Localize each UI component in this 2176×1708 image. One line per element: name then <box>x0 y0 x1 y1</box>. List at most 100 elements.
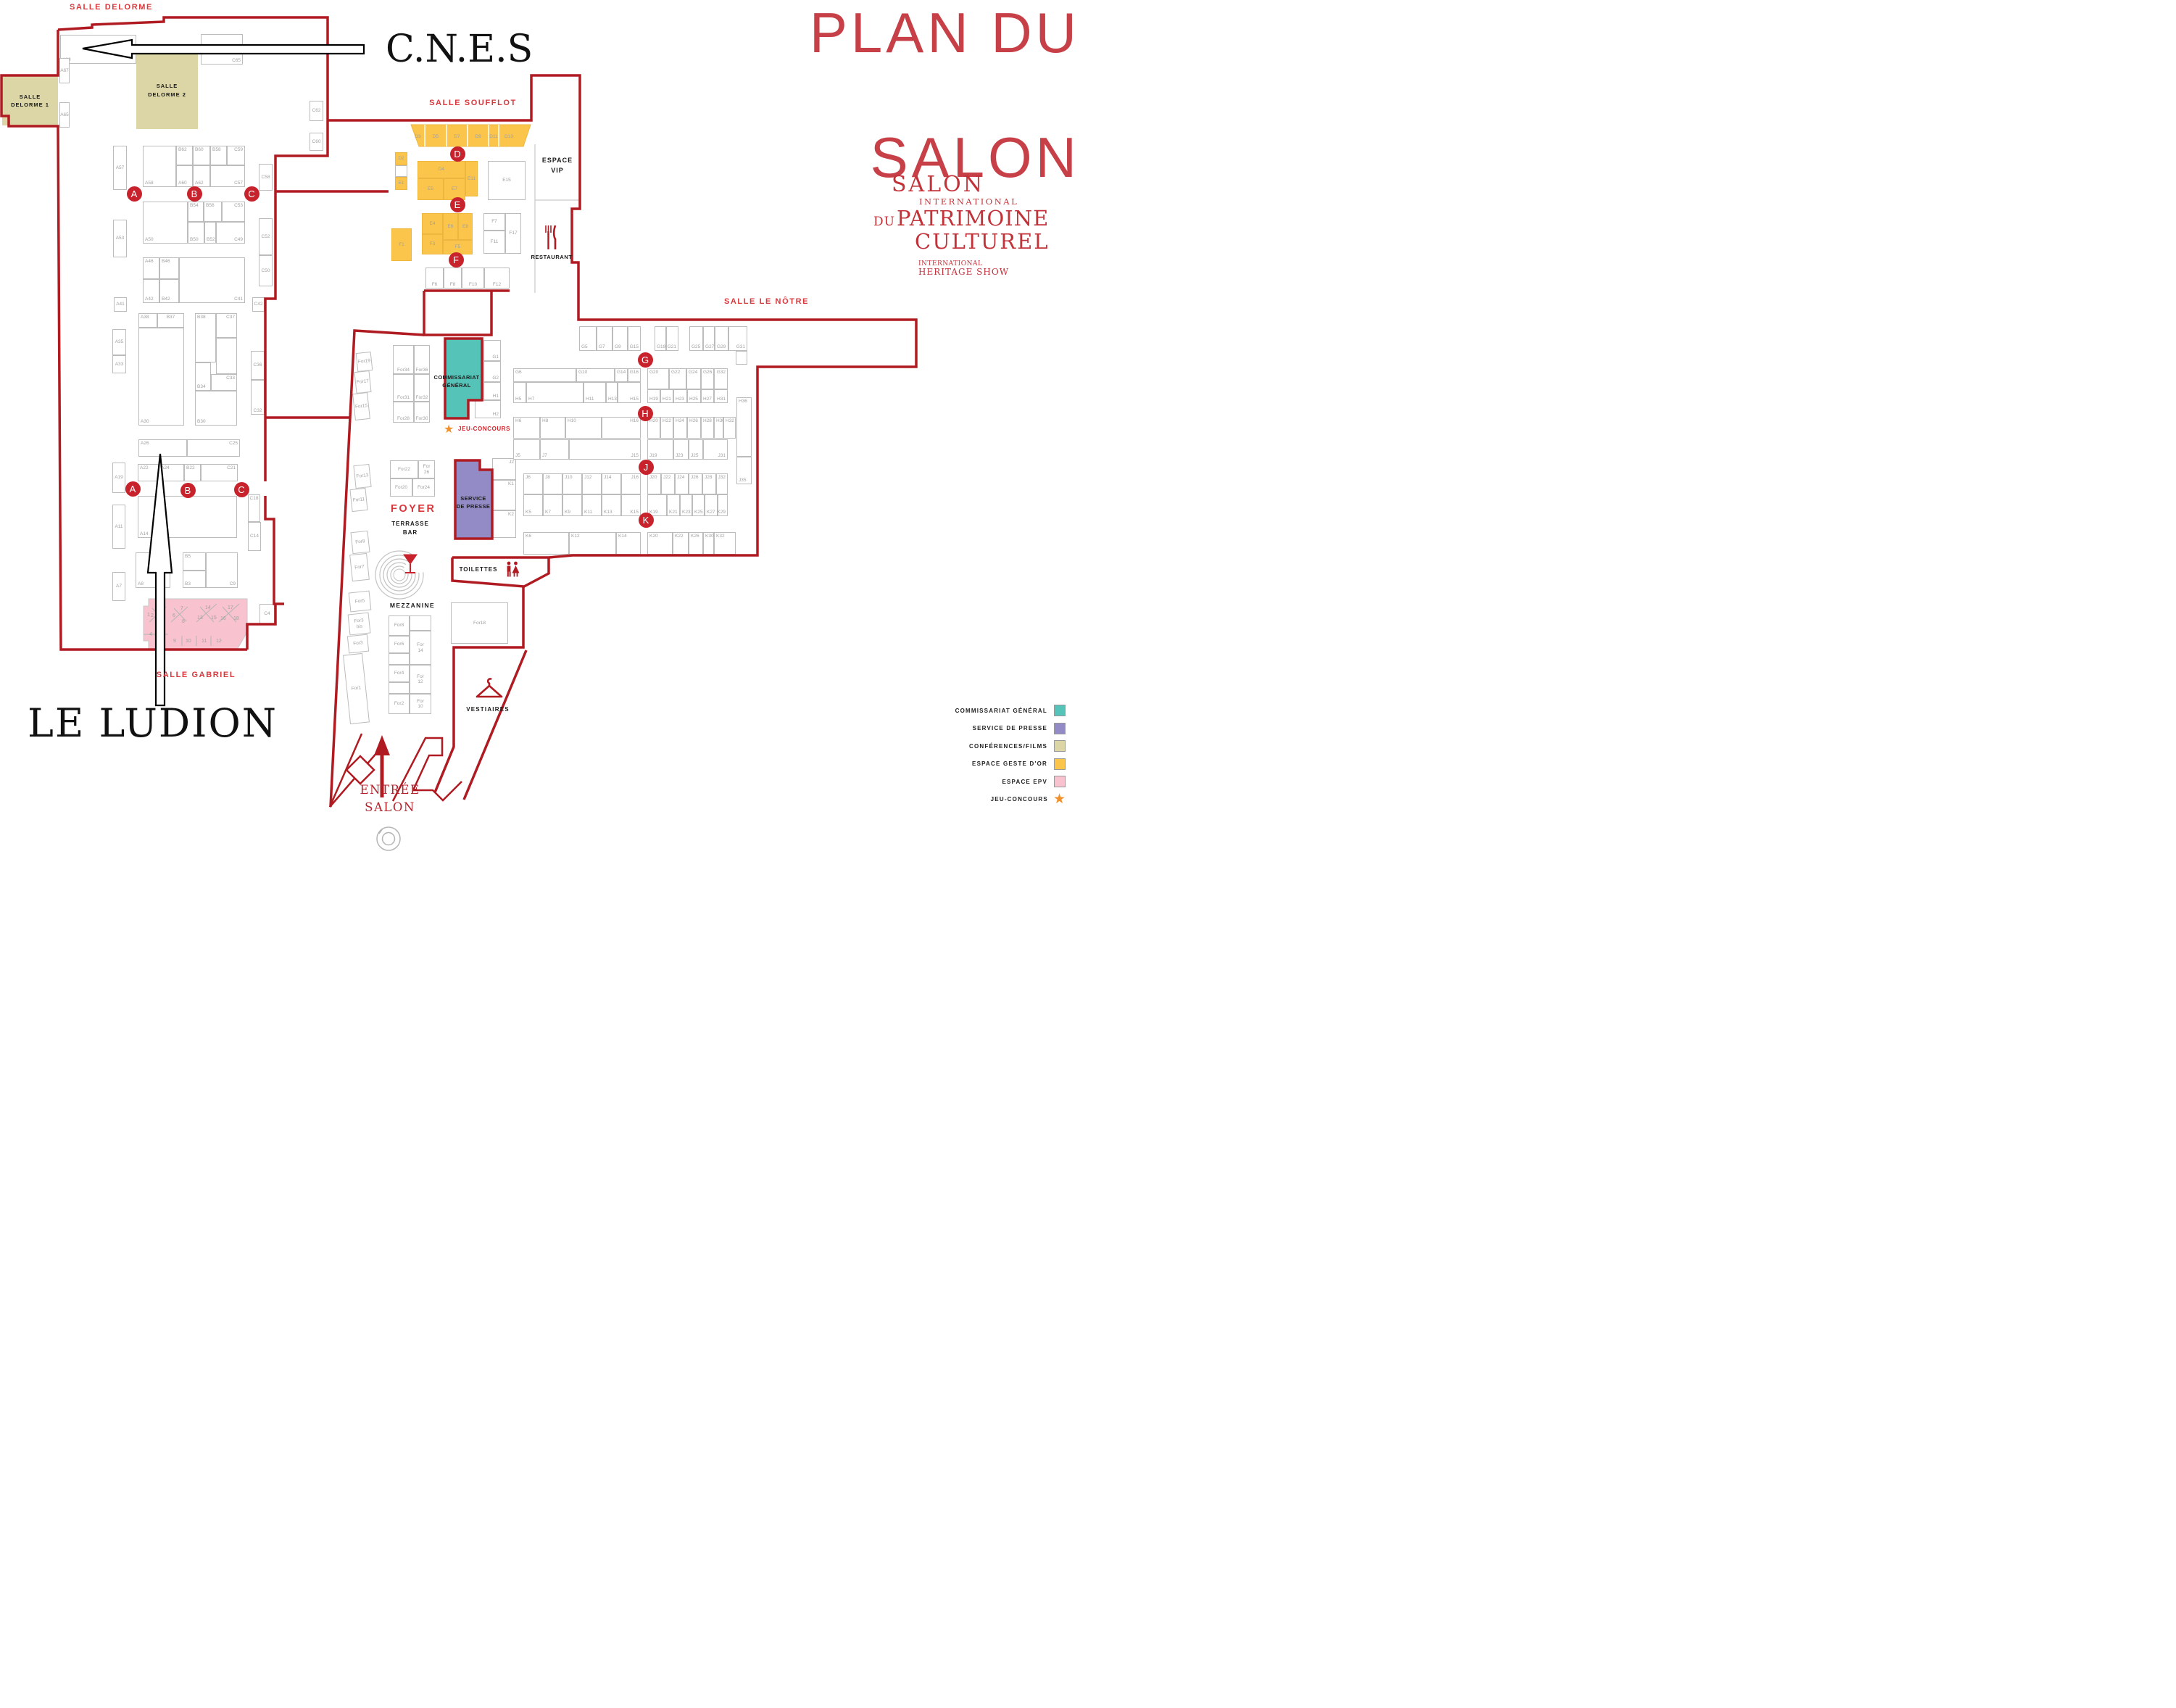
legend-row: ESPACE EPV <box>848 773 1066 791</box>
booth-K21: K21 <box>667 494 680 516</box>
booth-K11: K11 <box>582 494 602 516</box>
booth-C18: C18 <box>248 494 260 522</box>
legend-label: JEU-CONCOURS <box>990 796 1048 803</box>
booth-G21: G21 <box>666 326 678 351</box>
booth-B34: B34 <box>195 362 211 391</box>
page-title-line2: SALON <box>870 125 1080 189</box>
martini-icon <box>403 554 418 573</box>
aisle-marker-D: D <box>449 146 465 162</box>
booth-G6: G6 <box>513 368 576 382</box>
booth-For19: For19 <box>355 351 373 373</box>
legend-swatch <box>1054 722 1066 734</box>
booth-A33: A33 <box>112 355 126 373</box>
booth-A50: A50 <box>143 202 188 244</box>
booth-E4: E4 <box>422 213 443 234</box>
booth-For2: For2 <box>389 694 410 714</box>
aisle-marker-B: B <box>180 482 196 498</box>
booth-C60: C60 <box>310 133 323 151</box>
cnes-annotation: C.N.E.S <box>386 28 533 71</box>
booth-H28: H28 <box>701 417 714 439</box>
booth-F6: F6 <box>425 268 444 289</box>
booth-A69: A69 <box>60 35 136 64</box>
page-title: PLAN DU SALON <box>810 1 1080 188</box>
gabriel-number-15: 15 <box>211 615 217 621</box>
booth-G22: G22 <box>669 368 686 389</box>
booth-empty <box>410 615 431 631</box>
booth-H11: H11 <box>584 382 606 403</box>
salle-soufflot-title: SALLE SOUFFLOT <box>429 99 517 107</box>
booth-For7: For7 <box>349 552 370 582</box>
booth-B52: B52 <box>204 222 216 244</box>
aisle-marker-B: B <box>186 186 202 202</box>
booth-C52: C52 <box>259 218 273 255</box>
legend-swatch <box>1054 705 1066 717</box>
salon-logo: SALON INTERNATIONAL DUPATRIMOINE CULTURE… <box>873 174 1048 276</box>
booth-C53: C53 <box>222 202 245 222</box>
booth-A53: A53 <box>113 220 127 257</box>
booth-B30: B30 <box>195 391 237 426</box>
booth-J16: J16 <box>621 473 641 494</box>
hanger-icon <box>476 678 503 698</box>
booth-F3: F3 <box>422 234 443 254</box>
foyer-label: FOYER <box>391 503 436 515</box>
booth-C9: C9 <box>206 552 238 588</box>
booth-J5: J5 <box>513 439 540 460</box>
booth-H13: H13 <box>606 382 618 403</box>
booth-A11: A11 <box>112 505 125 549</box>
booth-B22: B22 <box>184 464 201 481</box>
booth-G16: G16 <box>628 368 641 382</box>
gabriel-number-14: 14 <box>205 605 211 610</box>
booth-H15: H15 <box>618 382 641 403</box>
booth-H36: H36 <box>736 397 752 457</box>
gabriel-number-7: 7 <box>180 606 183 611</box>
booth-J25: J25 <box>689 439 703 460</box>
booth-B38: B38 <box>195 313 216 362</box>
aisle-marker-F: F <box>448 252 464 268</box>
booth-K20: K20 <box>647 532 673 555</box>
gabriel-slashes <box>144 603 240 646</box>
booth-For4: For4 <box>389 665 410 682</box>
booth-empty <box>736 351 747 365</box>
legend-row: CONFÉRENCES/FILMS <box>848 737 1066 755</box>
booth-K27: K27 <box>705 494 718 516</box>
gabriel-number-6: 6 <box>173 613 175 618</box>
booth-J19: J19 <box>647 439 673 460</box>
gabriel-number-5: 5 <box>159 619 162 624</box>
booth-E8: E8 <box>458 213 473 240</box>
restaurant-label: RESTAURANT <box>531 254 573 260</box>
booth-A30: A30 <box>138 328 184 426</box>
booth-H19: H19 <box>647 389 660 403</box>
booth-H27: H27 <box>701 389 714 403</box>
booth-J2: J2 <box>492 458 516 480</box>
booth-C36: C36 <box>251 351 265 380</box>
booth-C62: C62 <box>310 101 323 121</box>
booth-B58: B58 <box>210 146 227 165</box>
booth-B50: B50 <box>188 222 204 244</box>
booth-D13: D13 <box>504 134 513 140</box>
booth-J26: J26 <box>689 473 702 494</box>
legend-star-icon: ★ <box>1052 791 1066 807</box>
legend-swatch <box>1054 776 1066 788</box>
booth-C49: C49 <box>216 222 245 244</box>
booth-F11: F11 <box>483 231 505 254</box>
gabriel-number-3: 3 <box>159 606 162 611</box>
aisle-marker-C: C <box>244 186 259 202</box>
booth-A62: A62 <box>193 165 210 187</box>
booth-For31: For31 <box>393 374 414 402</box>
gabriel-number-10: 10 <box>186 639 191 644</box>
booth-A14: A14 <box>138 496 237 538</box>
booth-K2: K2 <box>492 510 516 538</box>
spiral-center <box>393 568 406 581</box>
booth-C65: C65 <box>201 34 243 65</box>
logo-patrimoine: PATRIMOINE <box>896 205 1050 231</box>
booth-J20: J20 <box>647 473 661 494</box>
gabriel-number-18: 18 <box>233 616 239 621</box>
booth-H23: H23 <box>673 389 687 403</box>
booth-J24: J24 <box>675 473 689 494</box>
booth-A46: A46 <box>143 257 159 279</box>
booth-For13: For13 <box>353 463 372 489</box>
booth-E1: E1 <box>395 177 407 190</box>
booth-G19: G19 <box>655 326 666 351</box>
logo-du: DU <box>873 214 895 229</box>
booth-J15: J15 <box>569 439 641 460</box>
